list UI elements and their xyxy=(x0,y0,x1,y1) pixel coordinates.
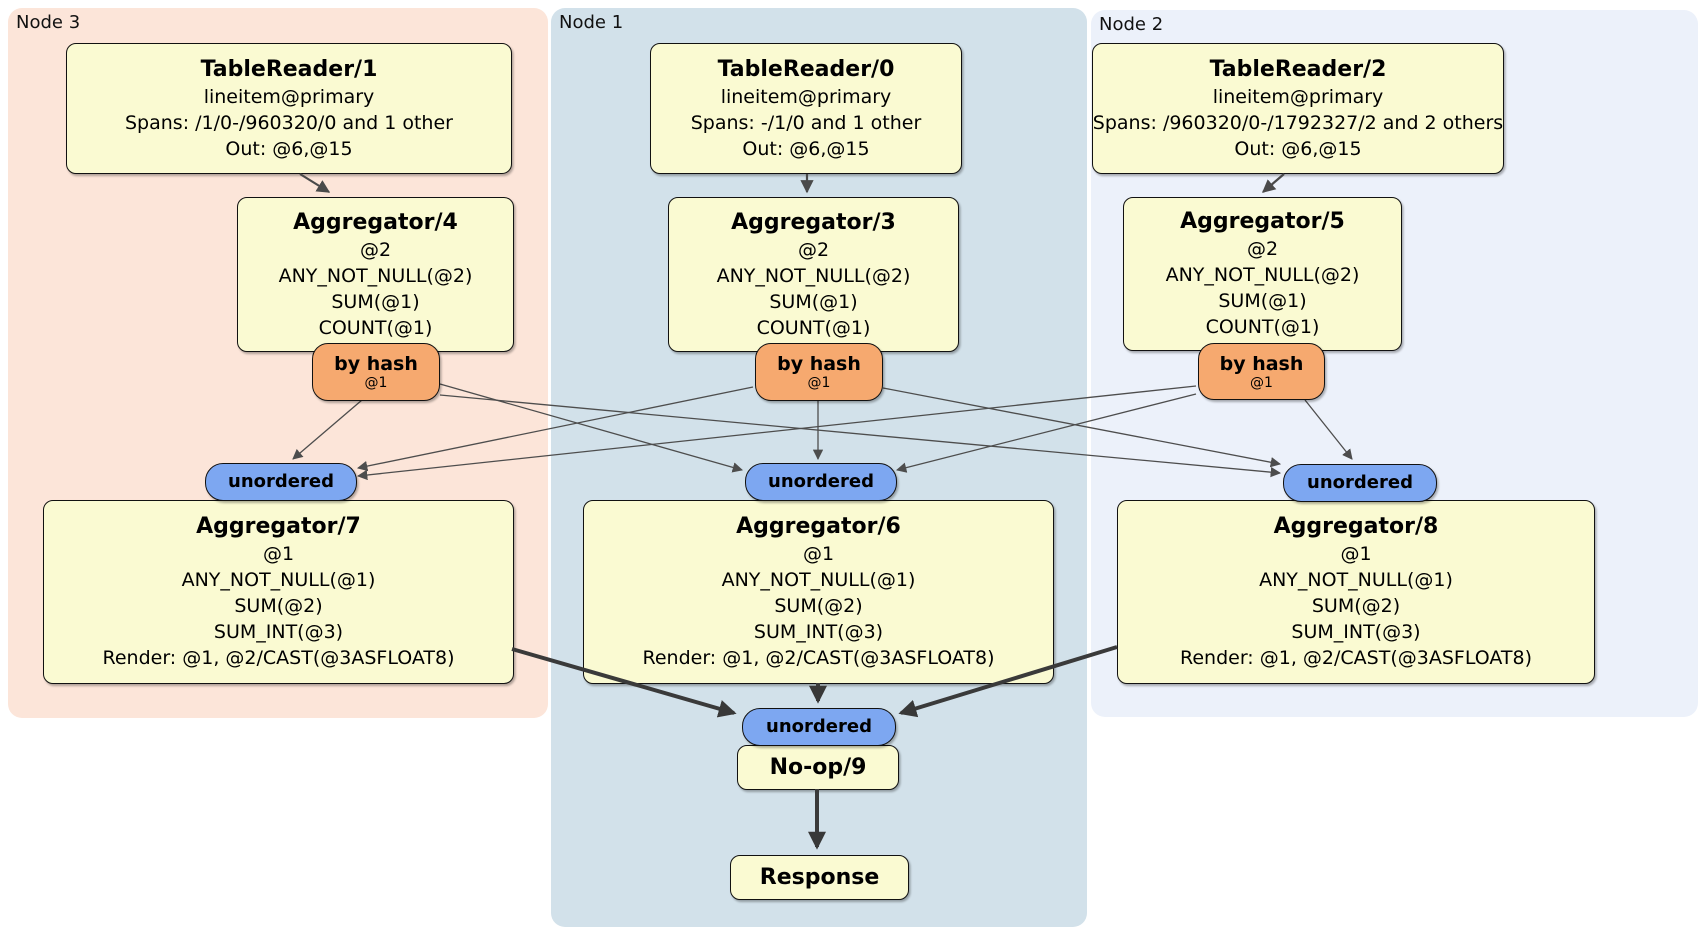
processor-detail: ANY_NOT_NULL(@2) xyxy=(1165,264,1360,286)
processor-detail: @1 xyxy=(1340,543,1372,565)
processor-detail: ANY_NOT_NULL(@1) xyxy=(1259,569,1453,591)
processor-detail: ANY_NOT_NULL(@2) xyxy=(278,264,473,287)
processor-title: Aggregator/6 xyxy=(736,514,901,539)
processor-detail: Render: @1, @2/CAST(@3ASFLOAT8) xyxy=(1180,647,1532,669)
processor-tablereader-0: TableReader/0 lineitem@primary Spans: -/… xyxy=(650,43,962,174)
processor-detail: SUM(@2) xyxy=(1311,595,1401,617)
processor-aggregator-5: Aggregator/5 @2 ANY_NOT_NULL(@2) SUM(@1)… xyxy=(1123,197,1402,351)
router-detail: @1 xyxy=(807,375,831,391)
processor-aggregator-3: Aggregator/3 @2 ANY_NOT_NULL(@2) SUM(@1)… xyxy=(668,197,959,352)
processor-detail: COUNT(@1) xyxy=(318,316,433,339)
processor-detail: Spans: /1/0-/960320/0 and 1 other xyxy=(125,111,453,134)
processor-title: Aggregator/4 xyxy=(293,209,458,235)
processor-detail: Render: @1, @2/CAST(@3ASFLOAT8) xyxy=(102,647,455,669)
processor-title: Aggregator/8 xyxy=(1273,514,1439,539)
processor-detail: @1 xyxy=(262,543,295,565)
processor-detail: COUNT(@1) xyxy=(1205,316,1320,338)
processor-detail: Out: @6,@15 xyxy=(742,137,870,160)
processor-detail: @2 xyxy=(359,238,392,261)
sync-unordered-final: unordered xyxy=(742,708,896,746)
processor-detail: Out: @6,@15 xyxy=(1234,137,1362,160)
processor-detail: Out: @6,@15 xyxy=(225,137,353,160)
processor-title: Aggregator/3 xyxy=(731,209,896,235)
processor-detail: @1 xyxy=(802,543,835,565)
router-detail: @1 xyxy=(1250,374,1273,391)
processor-tablereader-2: TableReader/2 lineitem@primary Spans: /9… xyxy=(1092,43,1504,174)
router-byhash-3: by hash @1 xyxy=(755,343,883,401)
processor-title: TableReader/2 xyxy=(1209,56,1387,82)
processor-detail: SUM_INT(@3) xyxy=(753,621,884,643)
sync-label: unordered xyxy=(228,471,334,492)
processor-detail: ANY_NOT_NULL(@2) xyxy=(716,264,911,287)
processor-detail: SUM(@2) xyxy=(774,595,863,617)
sync-unordered-node1: unordered xyxy=(745,463,897,501)
processor-tablereader-1: TableReader/1 lineitem@primary Spans: /1… xyxy=(66,43,512,174)
router-label: by hash xyxy=(334,353,418,375)
processor-title: Aggregator/5 xyxy=(1180,209,1345,234)
sync-label: unordered xyxy=(768,471,874,492)
processor-aggregator-6: Aggregator/6 @1 ANY_NOT_NULL(@1) SUM(@2)… xyxy=(583,500,1054,684)
node-panel-1-label: Node 1 xyxy=(559,12,624,33)
processor-detail: lineitem@primary xyxy=(203,85,375,108)
processor-detail: SUM(@2) xyxy=(234,595,323,617)
processor-detail: ANY_NOT_NULL(@1) xyxy=(181,569,376,591)
processor-detail: Spans: -/1/0 and 1 other xyxy=(690,111,922,134)
processor-detail: SUM_INT(@3) xyxy=(213,621,344,643)
processor-detail: @2 xyxy=(797,238,830,261)
processor-aggregator-7: Aggregator/7 @1 ANY_NOT_NULL(@1) SUM(@2)… xyxy=(43,500,514,684)
processor-detail: ANY_NOT_NULL(@1) xyxy=(721,569,916,591)
processor-detail: lineitem@primary xyxy=(1212,85,1384,108)
processor-title: TableReader/0 xyxy=(717,56,895,82)
processor-title: No-op/9 xyxy=(769,754,867,780)
processor-detail: COUNT(@1) xyxy=(756,316,871,339)
node-panel-3-label: Node 3 xyxy=(16,12,81,33)
sync-label: unordered xyxy=(1307,472,1413,493)
sync-label: unordered xyxy=(766,716,872,737)
router-detail: @1 xyxy=(364,375,388,391)
processor-detail: lineitem@primary xyxy=(720,85,892,108)
router-byhash-5: by hash @1 xyxy=(1198,343,1325,400)
router-label: by hash xyxy=(1219,352,1304,375)
node-panel-2-label: Node 2 xyxy=(1099,14,1164,35)
processor-detail: @2 xyxy=(1246,238,1279,260)
processor-title: TableReader/1 xyxy=(200,56,378,82)
response-node: Response xyxy=(730,855,909,900)
processor-detail: Render: @1, @2/CAST(@3ASFLOAT8) xyxy=(642,647,995,669)
router-byhash-4: by hash @1 xyxy=(312,343,440,401)
router-label: by hash xyxy=(777,353,861,375)
processor-aggregator-4: Aggregator/4 @2 ANY_NOT_NULL(@2) SUM(@1)… xyxy=(237,197,514,352)
processor-aggregator-8: Aggregator/8 @1 ANY_NOT_NULL(@1) SUM(@2)… xyxy=(1117,500,1595,684)
processor-detail: Spans: /960320/0-/1792327/2 and 2 others xyxy=(1092,111,1504,134)
processor-noop-9: No-op/9 xyxy=(737,745,899,790)
processor-detail: SUM(@1) xyxy=(331,290,420,313)
sync-unordered-node2: unordered xyxy=(1283,464,1437,502)
processor-detail: SUM(@1) xyxy=(1218,290,1307,312)
sync-unordered-node3: unordered xyxy=(205,463,357,501)
processor-detail: SUM(@1) xyxy=(769,290,858,313)
processor-title: Aggregator/7 xyxy=(196,514,361,539)
processor-detail: SUM_INT(@3) xyxy=(1291,621,1421,643)
processor-title: Response xyxy=(759,864,880,890)
